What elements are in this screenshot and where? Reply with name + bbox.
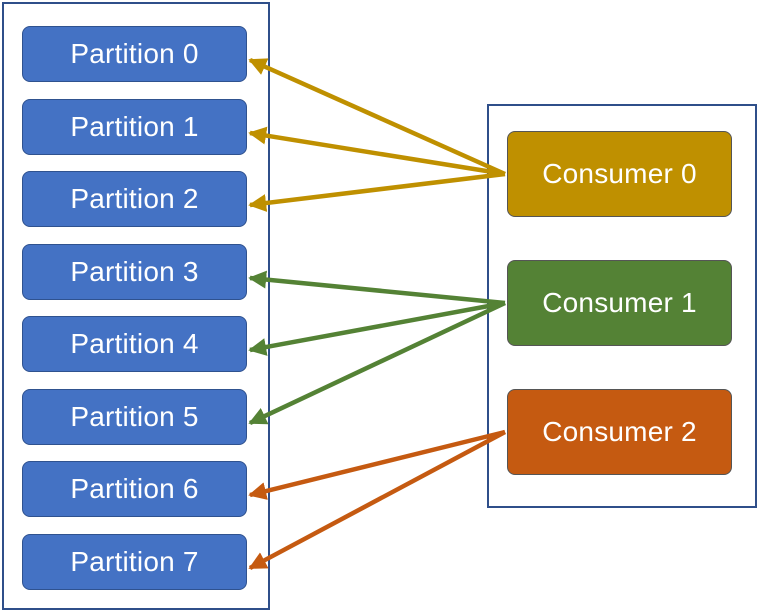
consumer-0-label: Consumer 0 bbox=[542, 158, 697, 189]
partition-3-node: Partition 3 bbox=[22, 244, 247, 300]
partition-2-label: Partition 2 bbox=[70, 183, 199, 214]
partition-0-label: Partition 0 bbox=[70, 38, 199, 69]
arrow-consumer-1-to-partition-3 bbox=[248, 270, 506, 306]
partition-2-node: Partition 2 bbox=[22, 171, 247, 227]
partition-6-label: Partition 6 bbox=[70, 473, 199, 504]
arrow-consumer-2-to-partition-7 bbox=[248, 430, 507, 570]
partition-group bbox=[2, 2, 270, 610]
arrow-consumer-1-to-partition-4 bbox=[248, 300, 506, 356]
partition-7-node: Partition 7 bbox=[22, 534, 247, 590]
consumer-1-node: Consumer 1 bbox=[507, 260, 732, 346]
consumer-1-label: Consumer 1 bbox=[542, 287, 697, 318]
partition-5-label: Partition 5 bbox=[70, 401, 199, 432]
consumer-0-node: Consumer 0 bbox=[507, 131, 732, 217]
consumer-2-node: Consumer 2 bbox=[507, 389, 732, 475]
partition-3-label: Partition 3 bbox=[70, 256, 199, 287]
arrow-consumer-0-to-partition-2 bbox=[248, 171, 506, 212]
consumer-2-label: Consumer 2 bbox=[542, 416, 697, 447]
partition-1-label: Partition 1 bbox=[70, 111, 199, 142]
partition-4-node: Partition 4 bbox=[22, 316, 247, 372]
partition-5-node: Partition 5 bbox=[22, 389, 247, 445]
partition-4-label: Partition 4 bbox=[70, 328, 199, 359]
arrow-consumer-0-to-partition-1 bbox=[248, 126, 506, 177]
arrow-consumer-1-to-partition-5 bbox=[248, 300, 506, 426]
arrow-consumer-2-to-partition-6 bbox=[248, 429, 506, 500]
partition-6-node: Partition 6 bbox=[22, 461, 247, 517]
partition-1-node: Partition 1 bbox=[22, 99, 247, 155]
arrow-consumer-0-to-partition-0 bbox=[248, 57, 506, 177]
partition-0-node: Partition 0 bbox=[22, 26, 247, 82]
partition-7-label: Partition 7 bbox=[70, 546, 199, 577]
